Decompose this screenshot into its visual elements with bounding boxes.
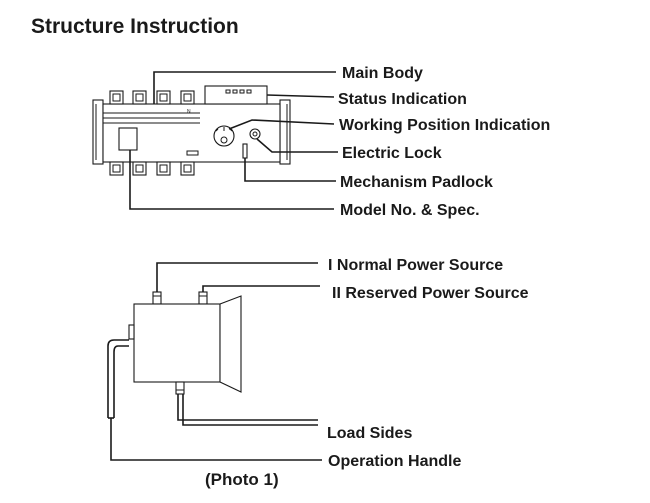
photo-caption: (Photo 1) (205, 470, 279, 489)
normal-power-terminal (152, 291, 162, 305)
label-working-position-indication: Working Position Indication (339, 117, 550, 134)
page-title: Structure Instruction (31, 15, 239, 38)
top-terminals (109, 90, 195, 105)
reserved-power-terminal (198, 291, 208, 305)
label-load-sides: Load Sides (327, 425, 412, 442)
label-model-spec: Model No. & Spec. (340, 202, 480, 219)
left-mounting-bracket (92, 99, 104, 165)
switch-top-view: N (92, 85, 291, 176)
operation-handle (107, 339, 129, 418)
status-indication-window (204, 85, 268, 105)
label-normal-power-source: I Normal Power Source (328, 257, 503, 274)
neutral-mark: N (187, 109, 191, 115)
switch-side-view (107, 291, 242, 419)
handle-mount (128, 324, 135, 340)
bottom-terminals (109, 161, 195, 176)
model-plate (118, 127, 138, 151)
side-callout-lines (110, 262, 322, 461)
label-electric-lock: Electric Lock (342, 145, 442, 162)
working-position-dial (213, 125, 235, 147)
label-status-indication: Status Indication (338, 91, 467, 108)
label-mechanism-padlock: Mechanism Padlock (340, 174, 493, 191)
side-flared-cover (219, 295, 242, 393)
right-mounting-bracket (279, 99, 291, 165)
label-main-body: Main Body (342, 65, 423, 82)
label-reserved-power-source: II Reserved Power Source (332, 285, 529, 302)
side-main-block (133, 303, 221, 383)
padlock-slot (242, 143, 248, 159)
electric-lock-icon (249, 128, 261, 140)
label-operation-handle: Operation Handle (328, 453, 461, 470)
load-terminal (175, 381, 185, 395)
top-callout-lines (129, 71, 338, 210)
